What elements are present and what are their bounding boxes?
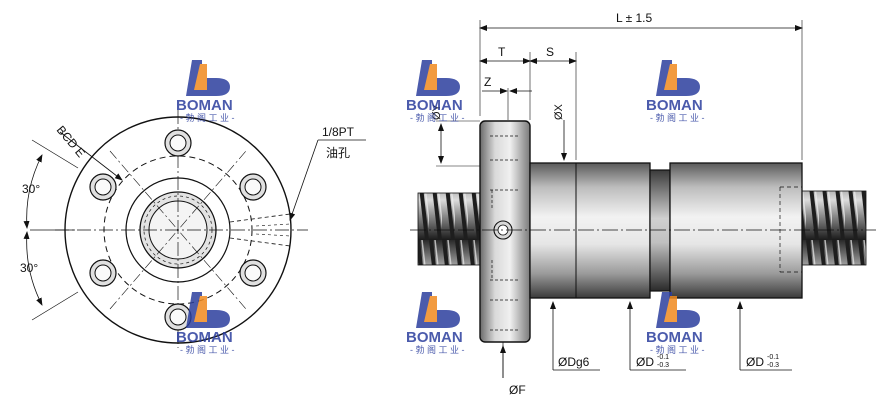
screw-shaft-left <box>417 192 485 266</box>
logo-subtitle: - 勃 阁 工 业 - <box>410 112 465 123</box>
d2-lower-tol: -0.3 <box>767 362 779 369</box>
screw-shaft-right <box>801 190 867 266</box>
angle-label-top: 30° <box>22 182 40 196</box>
y-label: ØY <box>431 103 443 120</box>
logo-text: BOMAN <box>406 97 463 114</box>
angle-label-bottom: 30° <box>20 261 38 275</box>
s-label: S <box>546 45 554 59</box>
d1-label: ØD <box>636 355 654 369</box>
boman-logo: BOMAN- 勃 阁 工 业 - <box>646 292 705 355</box>
logo-accent <box>194 64 207 90</box>
oil-hole-label: 油孔 <box>326 146 350 160</box>
logo-accent <box>664 296 677 322</box>
logo-text: BOMAN <box>646 97 703 114</box>
logo-accent <box>424 64 437 90</box>
x-label: ØX <box>553 103 565 120</box>
logo-text: BOMAN <box>406 329 463 346</box>
logo-subtitle: - 勃 阁 工 业 - <box>650 344 705 355</box>
logo-subtitle: - 勃 阁 工 业 - <box>650 112 705 123</box>
logo-emblem <box>186 60 230 96</box>
t-label: T <box>498 45 506 59</box>
bcd-label: BCD E <box>54 123 88 160</box>
dg6-label: ØDg6 <box>558 355 590 369</box>
bolt-holes <box>89 129 267 331</box>
logo-subtitle: - 勃 阁 工 业 - <box>180 112 235 123</box>
boman-logo: BOMAN- 勃 阁 工 业 - <box>176 292 235 355</box>
logo-accent <box>194 296 207 322</box>
boman-logo: BOMAN- 勃 阁 工 业 - <box>646 60 705 123</box>
front-view: BCD E 30° 30° 1/8PT 油孔 <box>20 110 366 348</box>
oil-hole-thread-label: 1/8PT <box>322 125 355 139</box>
d2-label: ØD <box>746 355 764 369</box>
boman-logo: BOMAN- 勃 阁 工 业 - <box>176 60 235 123</box>
boman-logo: BOMAN- 勃 阁 工 业 - <box>406 60 465 123</box>
boman-logo: BOMAN- 勃 阁 工 业 - <box>406 292 465 355</box>
nut-neck <box>649 169 671 292</box>
oil-hole-leader <box>289 139 319 221</box>
logo-emblem <box>656 60 700 96</box>
logo-text: BOMAN <box>176 329 233 346</box>
angle-arc-top <box>23 154 43 229</box>
z-label: Z <box>484 75 491 89</box>
logo-subtitle: - 勃 阁 工 业 - <box>410 344 465 355</box>
d2-upper-tol: -0.1 <box>767 354 779 361</box>
logo-emblem <box>416 292 460 328</box>
logo-accent <box>424 296 437 322</box>
logo-text: BOMAN <box>176 97 233 114</box>
logo-text: BOMAN <box>646 329 703 346</box>
d1-lower-tol: -0.3 <box>657 362 669 369</box>
logo-emblem <box>416 60 460 96</box>
angle-arc-bottom <box>23 231 43 306</box>
nut-body-rear <box>669 162 803 299</box>
flange-hidden-holes <box>490 135 520 331</box>
bcd-leader <box>59 131 123 181</box>
logo-accent <box>664 64 677 90</box>
watermark-logos: BOMAN- 勃 阁 工 业 -BOMAN- 勃 阁 工 业 -BOMAN- 勃… <box>176 60 705 355</box>
oil-hole-hidden-lines <box>229 213 291 247</box>
nut-body-front <box>529 162 651 299</box>
side-view: L ± 1.5 T S Z ØY ØX ØF ØDg6 ØD <box>410 11 876 397</box>
logo-subtitle: - 勃 阁 工 业 - <box>180 344 235 355</box>
f-label: ØF <box>509 383 526 397</box>
d1-upper-tol: -0.1 <box>657 354 669 361</box>
length-label: L ± 1.5 <box>616 11 652 25</box>
